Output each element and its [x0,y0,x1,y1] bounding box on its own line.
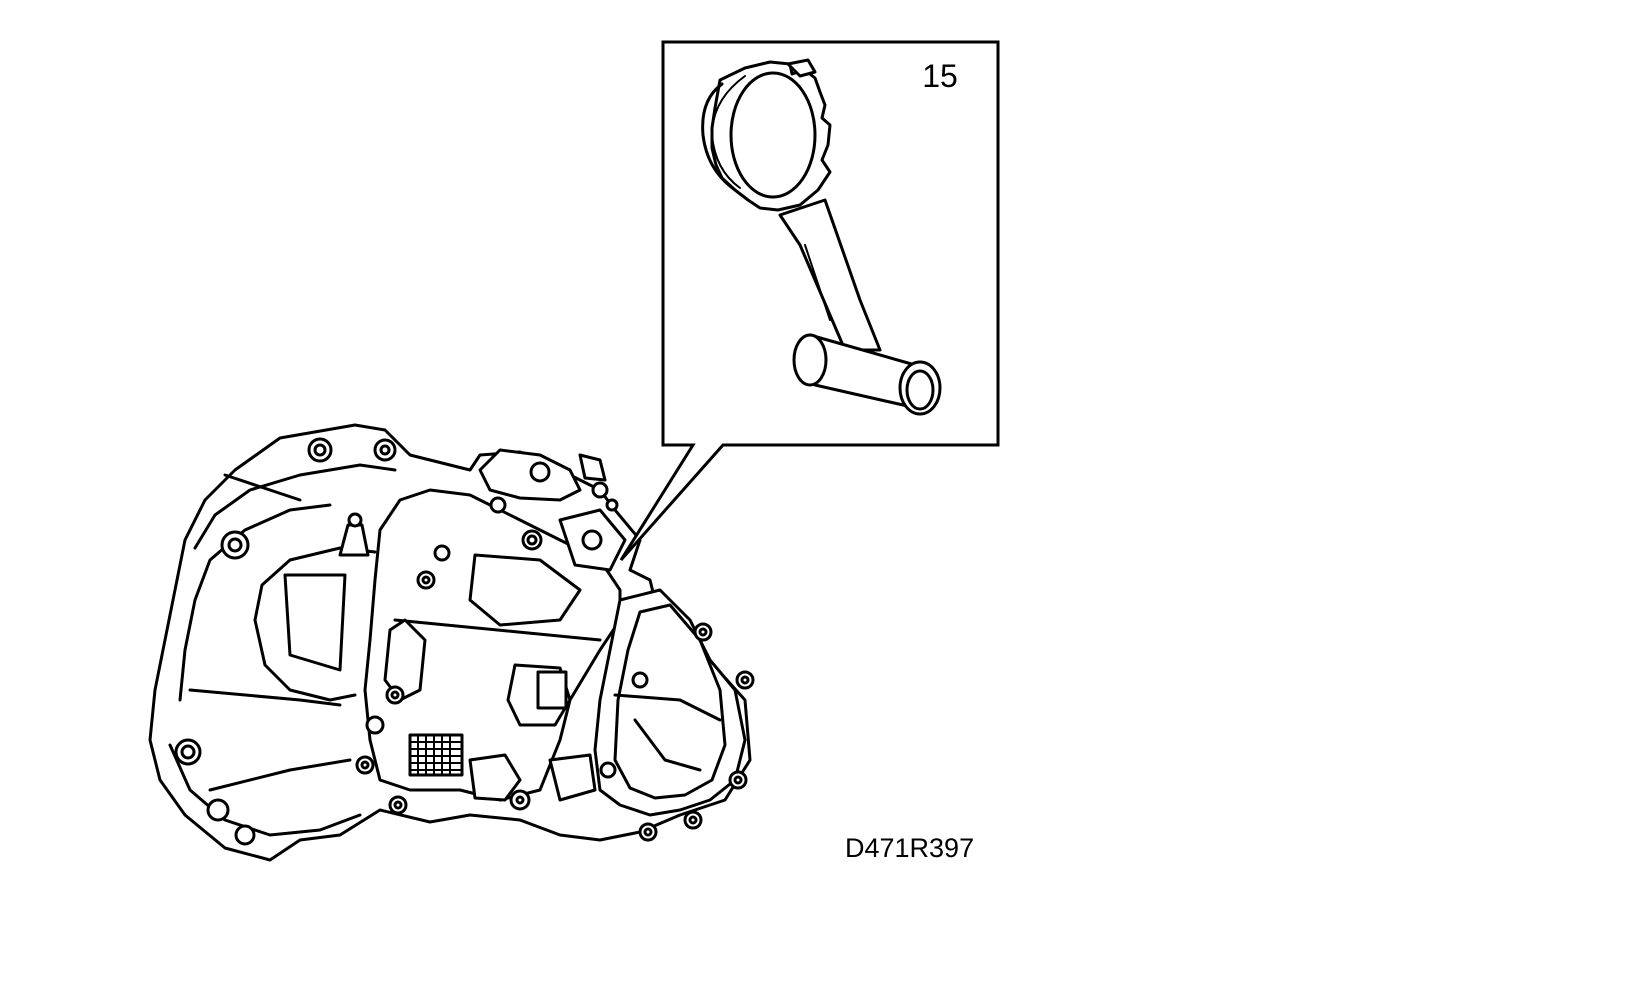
gearbox-icon [148,423,755,862]
release-fork-icon [701,58,942,416]
drawing-code: D471R397 [845,833,974,863]
part-number-label: 15 [922,58,958,94]
callout-box: 15 [619,40,1000,561]
